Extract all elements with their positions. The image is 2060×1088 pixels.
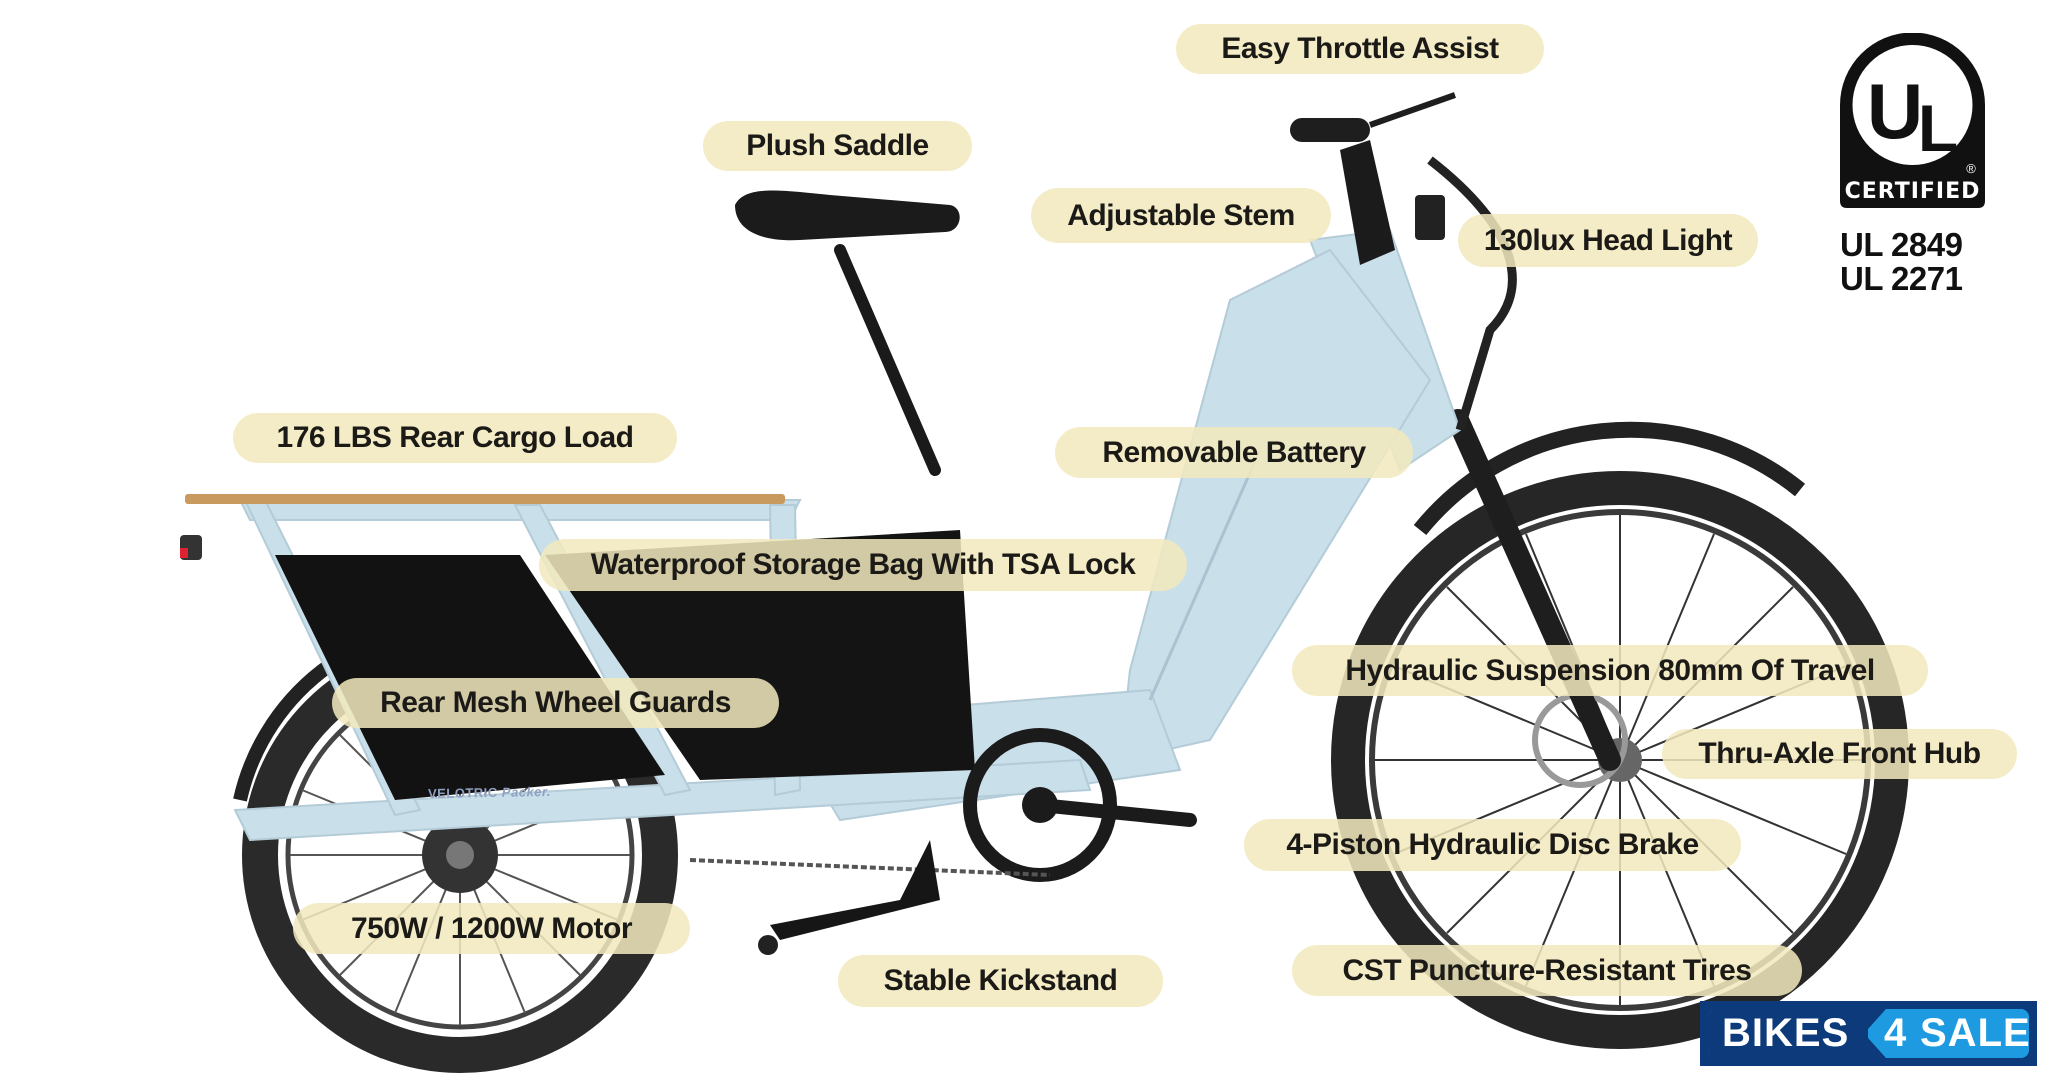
callout-tires: CST Puncture-Resistant Tires <box>1292 945 1802 996</box>
callout-label: 176 LBS Rear Cargo Load <box>276 421 634 454</box>
ul-letter-u: U <box>1867 67 1923 155</box>
callout-storage-bag: Waterproof Storage Bag With TSA Lock <box>539 539 1187 591</box>
callout-motor: 750W / 1200W Motor <box>293 903 690 954</box>
ul-letter-l: L <box>1918 91 1958 165</box>
callout-label: CST Puncture-Resistant Tires <box>1342 953 1752 987</box>
callout-disc-brake: 4-Piston Hydraulic Disc Brake <box>1244 819 1741 871</box>
frame-model-text: Packer. <box>501 783 552 800</box>
kickstand <box>770 840 940 940</box>
ul-standard-1: UL 2849 <box>1840 226 1963 263</box>
callout-label: 130lux Head Light <box>1483 223 1733 257</box>
callout-label: Easy Throttle Assist <box>1221 32 1499 65</box>
registered-mark-icon: ® <box>1966 161 1976 176</box>
callout-front-hub: Thru-Axle Front Hub <box>1662 729 2017 779</box>
ul-certified-badge: U L ® CERTIFIED <box>1840 33 1985 208</box>
saddle <box>735 190 960 241</box>
watermark-four: 4 <box>1884 1011 1908 1055</box>
callout-label: Plush Saddle <box>746 129 929 162</box>
cargo-deck <box>185 494 785 504</box>
callout-label: Waterproof Storage Bag With TSA Lock <box>590 548 1136 581</box>
callout-hydraulic-suspension: Hydraulic Suspension 80mm Of Travel <box>1292 645 1928 696</box>
callout-label: Adjustable Stem <box>1067 198 1295 232</box>
ul-standard-2: UL 2271 <box>1840 260 1963 297</box>
frame-brand-logo: VELOTRIC Packer. <box>428 784 551 801</box>
callout-label: Thru-Axle Front Hub <box>1698 737 1981 770</box>
callout-kickstand: Stable Kickstand <box>838 955 1163 1007</box>
callout-label: 4-Piston Hydraulic Disc Brake <box>1286 828 1699 861</box>
certified-text: CERTIFIED <box>1845 179 1981 204</box>
callout-label: Rear Mesh Wheel Guards <box>380 686 731 719</box>
left-storage-bag <box>275 555 665 800</box>
callout-label: Stable Kickstand <box>883 964 1118 997</box>
callout-plush-saddle: Plush Saddle <box>703 121 972 171</box>
watermark-sale: SALE <box>1920 1011 2029 1055</box>
callout-head-light: 130lux Head Light <box>1458 214 1758 267</box>
right-storage-bag <box>545 530 975 780</box>
callout-adjustable-stem: Adjustable Stem <box>1031 188 1331 243</box>
handlebar-grip <box>1290 118 1370 142</box>
callout-removable-battery: Removable Battery <box>1055 427 1413 478</box>
callout-label: 750W / 1200W Motor <box>350 911 633 945</box>
head-light <box>1415 195 1445 240</box>
callout-label: Removable Battery <box>1102 435 1366 469</box>
frame-brand-text: VELOTRIC <box>427 784 498 802</box>
bikes4sale-watermark-logo: BIKES 4 SALE <box>1700 1001 2037 1066</box>
callout-rear-wheel-guards: Rear Mesh Wheel Guards <box>332 678 779 728</box>
callout-rear-cargo-load: 176 LBS Rear Cargo Load <box>233 413 677 463</box>
watermark-bikes: BIKES <box>1722 1011 1850 1055</box>
callout-label: Hydraulic Suspension 80mm Of Travel <box>1345 653 1875 687</box>
callout-easy-throttle-assist: Easy Throttle Assist <box>1176 24 1544 74</box>
